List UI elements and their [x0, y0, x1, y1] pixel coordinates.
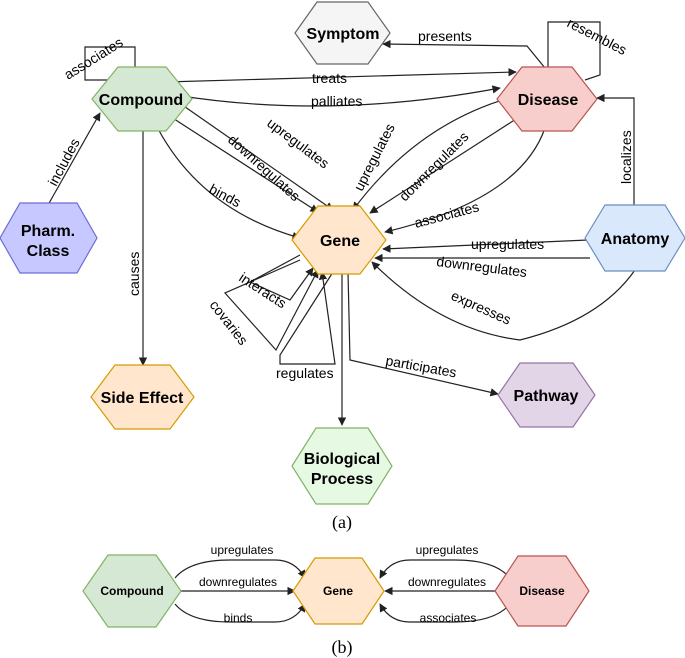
edge-regulates-loop — [279, 271, 336, 365]
node-biological-process: Biological Process — [291, 427, 393, 505]
label-downregulates-ag: downregulates — [436, 253, 528, 280]
b-compound-hexagon — [82, 554, 182, 628]
symptom-label: Symptom — [307, 26, 380, 43]
edge-participates — [347, 271, 499, 397]
node-pharm-class: Pharm. Class — [0, 202, 98, 274]
b-compound-label: Compound — [100, 584, 163, 598]
edge-upregulates-dg — [352, 94, 521, 211]
label-regulates: regulates — [276, 365, 334, 381]
node-side-effect: Side Effect — [90, 364, 195, 430]
side-effect-label: Side Effect — [101, 390, 184, 407]
label-includes: includes — [45, 136, 83, 189]
pathway-hexagon — [497, 362, 596, 428]
diagram-a-edges — [47, 21, 636, 426]
side-effect-hexagon — [90, 364, 195, 430]
compound-hexagon — [91, 66, 193, 132]
b-gene-label: Gene — [323, 584, 353, 598]
symptom-hexagon — [294, 1, 391, 65]
edge-downregulates-dg — [369, 109, 531, 214]
b-label-associates-right: associates — [420, 611, 477, 625]
pharm-class-label-line1: Pharm. — [21, 223, 75, 240]
b-label-upregulates-right: upregulates — [416, 543, 479, 557]
label-causes: causes — [126, 252, 142, 296]
label-downregulates-dg: downregulates — [396, 128, 472, 204]
node-compound: Compound — [91, 66, 193, 132]
label-upregulates-cg: upregulates — [264, 115, 332, 172]
node-symptom: Symptom — [294, 1, 391, 65]
label-treats: treats — [312, 70, 347, 86]
biological-process-label-line2: Process — [311, 471, 373, 488]
label-upregulates-ag: upregulates — [471, 236, 544, 252]
node-disease: Disease — [496, 66, 598, 132]
compound-label: Compound — [99, 92, 183, 109]
edge-expresses — [371, 261, 636, 341]
label-binds: binds — [207, 181, 244, 211]
edge-palliates — [174, 85, 501, 107]
label-resembles: resembles — [565, 14, 630, 58]
edge-downregulates-cg — [167, 114, 319, 213]
biological-process-hexagon — [291, 427, 393, 505]
b-label-downregulates-right: downregulates — [408, 575, 486, 589]
edge-upregulates-ag — [382, 239, 589, 253]
diagram-b: Compound Gene Disease upregulates downre… — [82, 543, 590, 628]
pharm-class-label-line2: Class — [27, 243, 70, 260]
node-pathway: Pathway — [497, 362, 596, 428]
edge-localizes — [596, 93, 635, 205]
edge-presents — [382, 39, 546, 69]
edge-covaries-loop — [224, 259, 319, 352]
edge-upregulates-cg — [177, 101, 334, 211]
label-expresses: expresses — [449, 287, 514, 328]
label-presents: presents — [418, 28, 472, 44]
edge-resembles-loop — [547, 21, 601, 81]
anatomy-hexagon — [584, 204, 685, 272]
label-upregulates-dg: upregulates — [350, 121, 397, 193]
b-label-upregulates-left: upregulates — [211, 543, 274, 557]
b-disease-hexagon — [494, 555, 590, 627]
node-gene: Gene — [291, 205, 387, 275]
edge-treats — [164, 68, 517, 83]
pathway-label: Pathway — [514, 388, 579, 405]
diagram-a-nodes: Symptom Compound Disease Gene Pharm. Cla… — [0, 1, 685, 505]
gene-label: Gene — [320, 233, 360, 250]
disease-hexagon — [496, 66, 598, 132]
label-associates-dg: associates — [413, 198, 481, 231]
b-disease-label: Disease — [519, 584, 565, 598]
pharm-class-hexagon — [0, 202, 98, 274]
b-gene-hexagon — [292, 557, 385, 625]
label-palliates: palliates — [311, 93, 362, 109]
b-label-binds-left: binds — [224, 611, 253, 625]
b-edge-associates-right — [379, 603, 511, 623]
anatomy-label: Anatomy — [601, 231, 670, 248]
b-label-downregulates-left: downregulates — [199, 575, 277, 589]
node-anatomy: Anatomy — [584, 204, 685, 272]
label-covaries: covaries — [207, 297, 252, 348]
b-node-disease: Disease — [494, 555, 590, 627]
caption-a: (a) — [332, 512, 352, 533]
edge-includes — [47, 112, 101, 206]
edge-binds — [155, 124, 301, 241]
label-localizes: localizes — [618, 130, 634, 184]
disease-label: Disease — [518, 92, 579, 109]
edge-compound-associates-loop — [84, 46, 136, 81]
b-node-gene: Gene — [292, 557, 385, 625]
b-node-compound: Compound — [82, 554, 182, 628]
biological-process-label-line1: Biological — [304, 451, 380, 468]
b-edge-upregulates-right — [379, 559, 511, 579]
caption-b: (b) — [332, 637, 353, 658]
edge-associates-dg — [384, 127, 546, 235]
edge-interacts-loop — [248, 254, 314, 301]
b-edge-binds-left — [174, 603, 306, 623]
gene-hexagon — [291, 205, 387, 275]
b-edge-upregulates-left — [174, 559, 306, 579]
